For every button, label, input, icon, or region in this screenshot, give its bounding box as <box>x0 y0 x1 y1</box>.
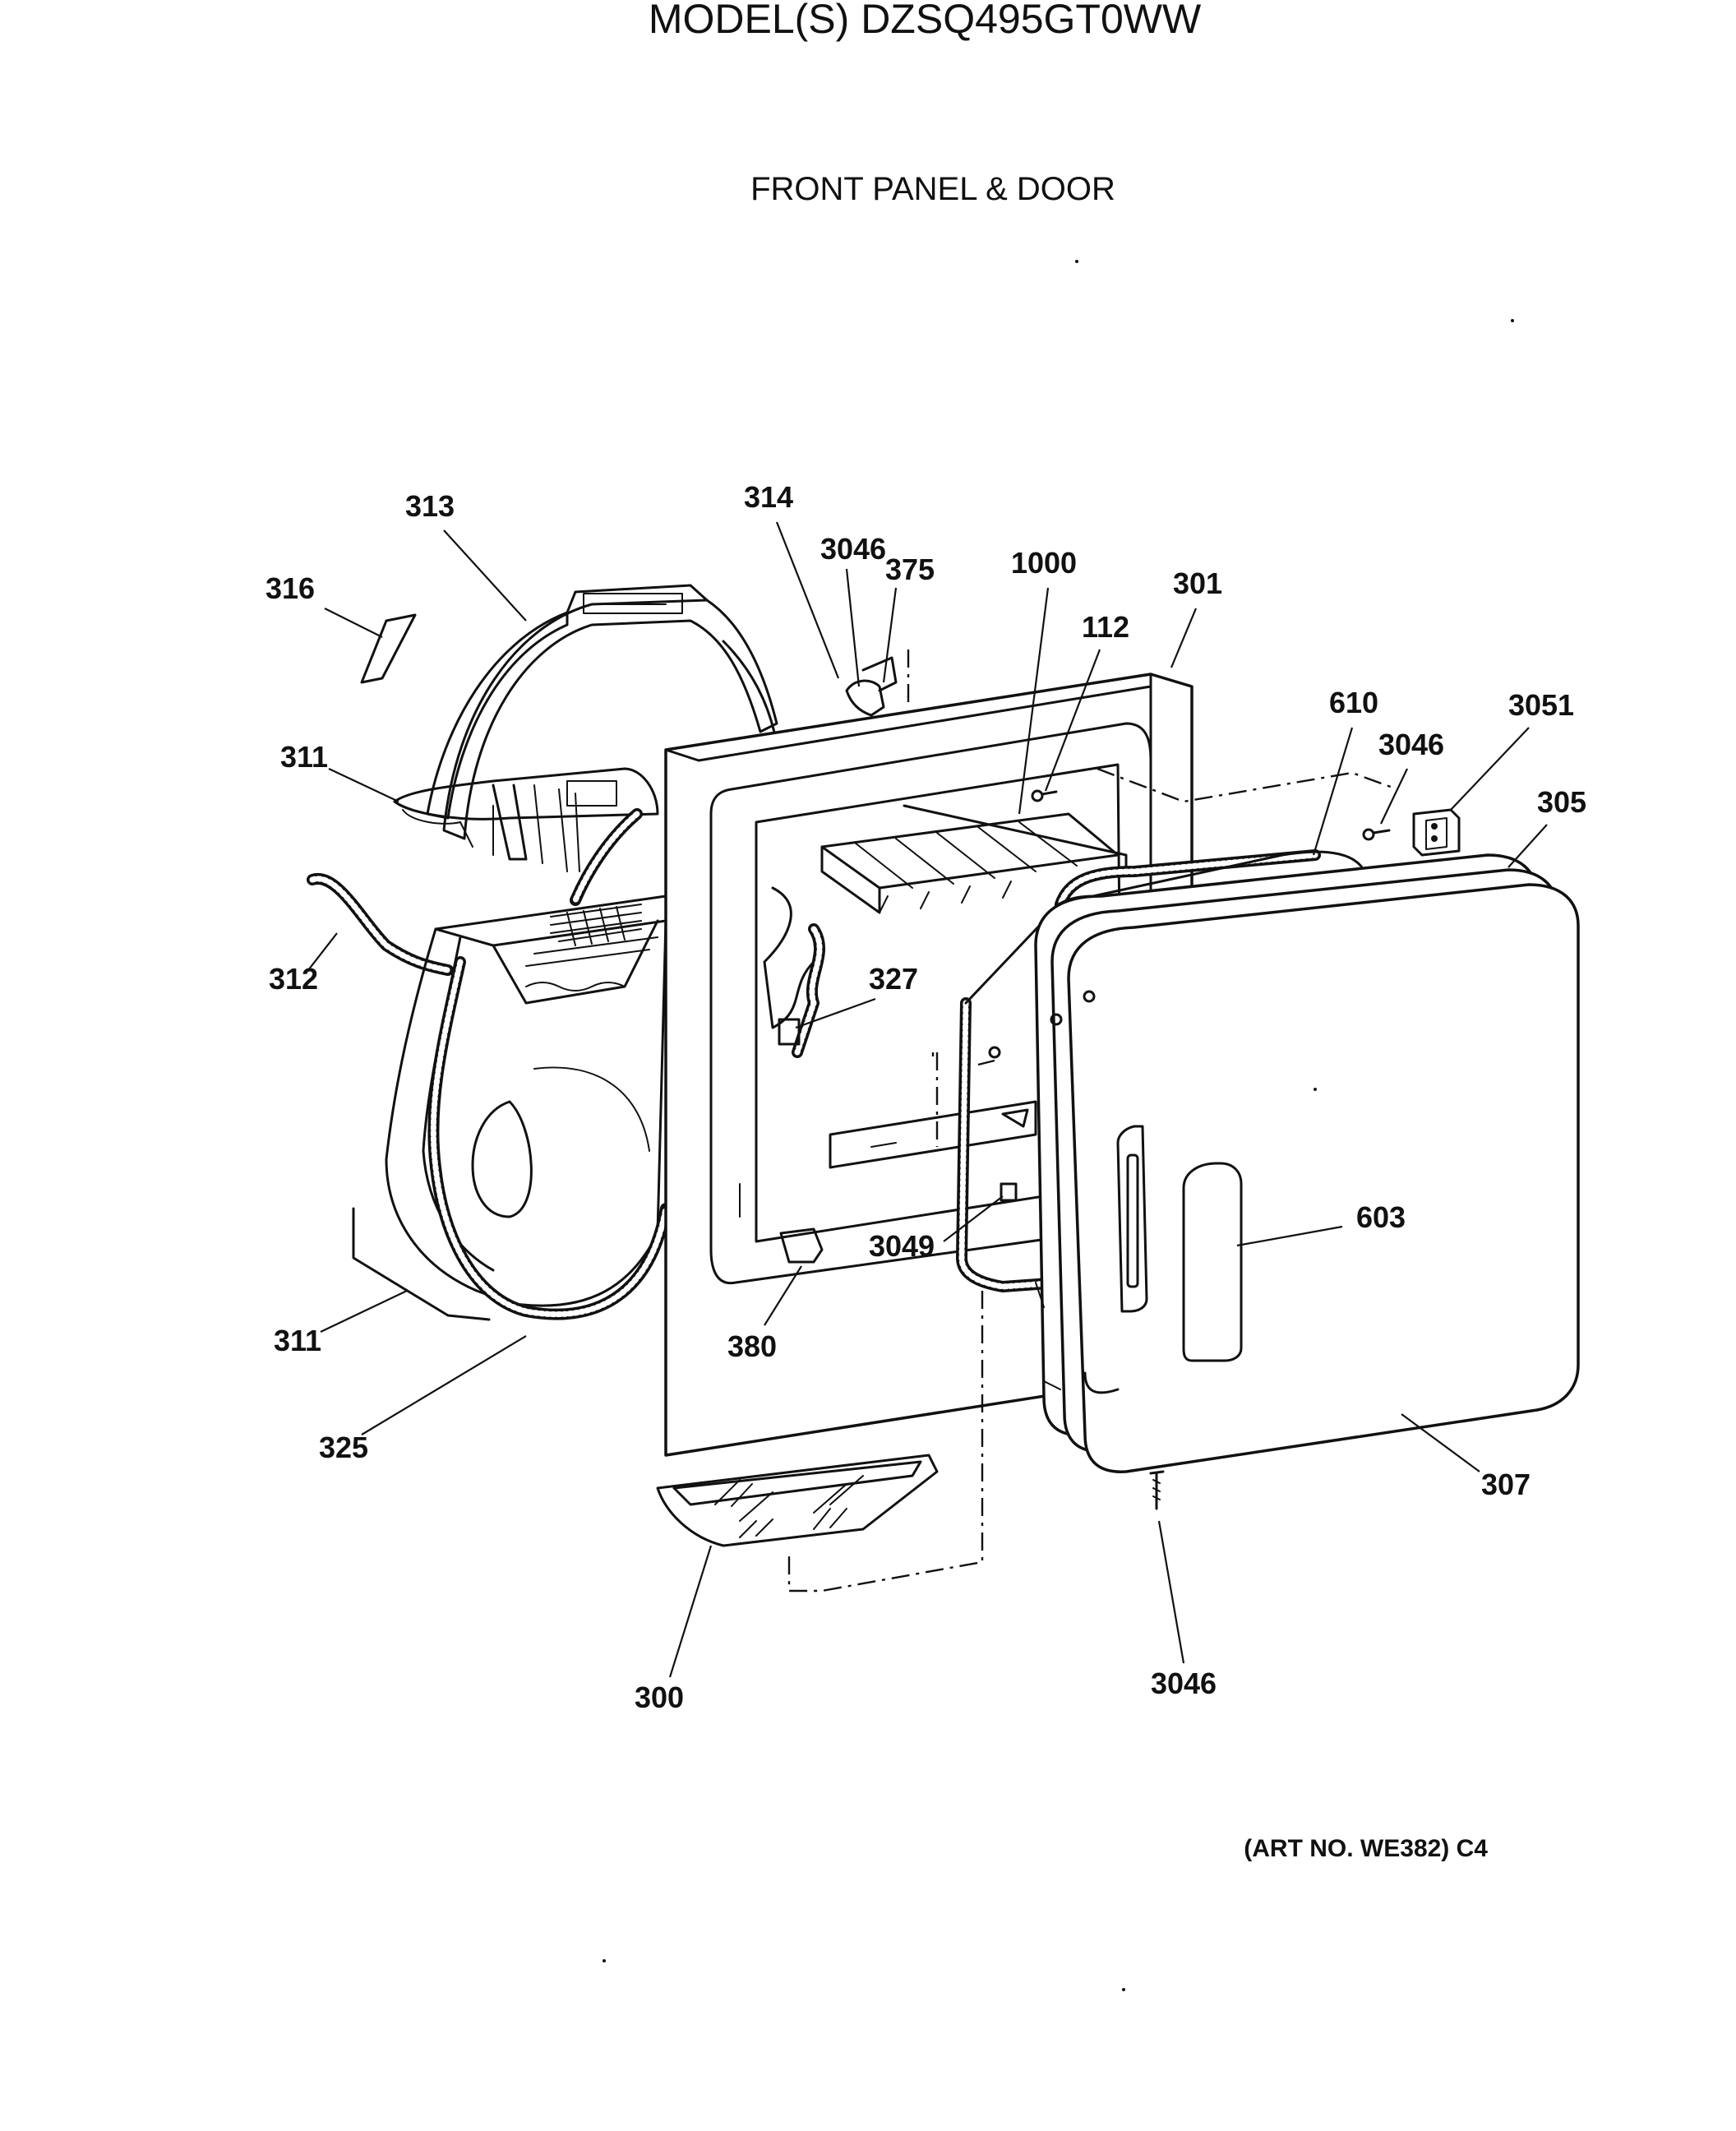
strike-380 <box>779 1227 824 1264</box>
callout-327: 327 <box>869 962 918 996</box>
duct-bulkhead-313 <box>426 584 778 856</box>
callout-301: 301 <box>1173 566 1222 600</box>
lint-screen-mesh <box>550 904 642 946</box>
callout-305: 305 <box>1537 785 1586 819</box>
callout-3049: 3049 <box>869 1229 935 1263</box>
switch-327 <box>778 1018 801 1046</box>
callout-375: 375 <box>885 552 935 586</box>
callout-112: 112 <box>1082 610 1129 644</box>
duct-cover-311-lower <box>352 1207 491 1321</box>
callout-3051: 3051 <box>1508 688 1574 722</box>
gasket-325 <box>427 956 672 1320</box>
callout-3046c: 3046 <box>1151 1666 1217 1700</box>
lint-housing-300 <box>656 1454 939 1547</box>
door-handle-603 <box>1116 1125 1243 1362</box>
callout-307: 307 <box>1481 1468 1531 1501</box>
bracket-316 <box>360 613 417 684</box>
callout-311-upper: 311 <box>280 740 328 774</box>
latch-375 <box>845 656 898 717</box>
section-title: FRONT PANEL & DOOR <box>750 171 1115 207</box>
callouts: 313 316 314 3046 375 1000 301 112 610 30… <box>265 480 1586 1714</box>
duct-cover-311-upper <box>393 767 659 872</box>
callout-3046a: 3046 <box>820 532 886 566</box>
callout-1000: 1000 <box>1011 546 1077 580</box>
callout-610: 610 <box>1329 686 1378 719</box>
callout-325: 325 <box>319 1431 368 1464</box>
screw-3046-hinge <box>1362 828 1391 841</box>
door-screws <box>988 990 1096 1059</box>
callout-311-lower: 311 <box>274 1324 321 1357</box>
screw-3049 <box>1000 1182 1018 1202</box>
screw-3046-bottom <box>1149 1470 1165 1510</box>
callout-603: 603 <box>1356 1200 1406 1234</box>
lower-duct-body <box>385 894 667 1307</box>
art-number: (ART NO. WE382) C4 <box>1244 1835 1488 1862</box>
callout-3046b: 3046 <box>1378 728 1444 761</box>
callout-300: 300 <box>635 1680 684 1714</box>
callout-316: 316 <box>265 571 315 605</box>
screw-112 <box>1031 789 1058 802</box>
hinge-3051 <box>1412 808 1461 857</box>
door-307 <box>1034 853 1580 1473</box>
model-title: MODEL(S) DZSQ495GT0WW <box>649 0 1202 42</box>
callout-314: 314 <box>744 480 793 514</box>
scan-specks <box>603 260 1514 1991</box>
assembly-lines <box>787 649 1398 1592</box>
callout-380: 380 <box>727 1329 777 1363</box>
callout-313: 313 <box>405 489 455 523</box>
